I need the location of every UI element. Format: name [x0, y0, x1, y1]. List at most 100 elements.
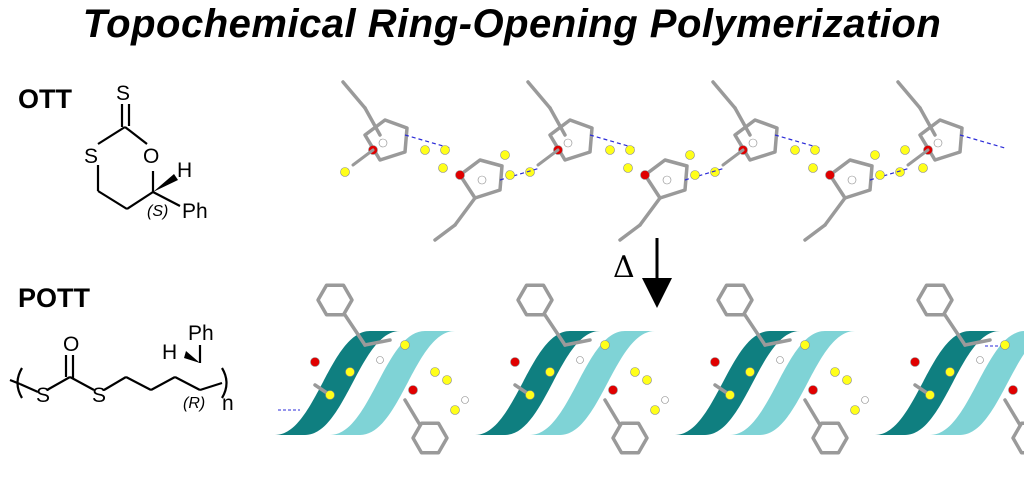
- model-atom: [630, 367, 640, 377]
- model-bond: [363, 338, 392, 347]
- model-atom: [776, 356, 784, 364]
- phenyl-ring: [716, 283, 754, 317]
- figure-title: Topochemical Ring-Opening Polymerization: [82, 2, 942, 46]
- pott-repeat-n: n: [222, 392, 234, 415]
- phenyl-ring: [611, 421, 649, 455]
- model-atom: [400, 340, 410, 350]
- model-bond: [603, 398, 622, 427]
- model-bond: [733, 106, 752, 137]
- model-atom: [710, 167, 720, 177]
- model-atom: [850, 405, 860, 415]
- model-atom: [685, 150, 695, 160]
- ott-crystal-packing-model: [340, 80, 1006, 242]
- model-bond: [453, 196, 477, 227]
- contact-line: [959, 134, 1006, 149]
- model-atom: [748, 138, 758, 148]
- ott-atom-s-exo: S: [116, 82, 130, 105]
- model-atom: [545, 367, 555, 377]
- model-atom: [976, 356, 984, 364]
- pott-atom-ph: Ph: [188, 322, 214, 345]
- helix-ribbon-back: [930, 331, 1024, 435]
- model-atom: [945, 367, 955, 377]
- model-atom: [525, 390, 535, 400]
- pott-wedge-bond: [184, 351, 200, 363]
- model-atom: [325, 390, 335, 400]
- model-atom: [925, 390, 935, 400]
- model-atom: [440, 145, 450, 155]
- model-atom: [420, 145, 430, 155]
- model-bond: [363, 106, 382, 137]
- model-bond: [1003, 398, 1022, 427]
- model-bond: [536, 148, 560, 167]
- ott-label: OTT: [18, 84, 72, 114]
- contact-line: [589, 134, 636, 149]
- model-atom: [710, 357, 720, 367]
- model-atom: [900, 145, 910, 155]
- model-bond: [803, 398, 822, 427]
- model-bond: [963, 338, 992, 347]
- model-bond: [548, 106, 567, 137]
- pott-atom-o: O: [63, 333, 79, 356]
- model-atom: [808, 385, 818, 395]
- model-bond: [711, 80, 737, 110]
- model-bond: [543, 313, 567, 347]
- model-ring: [548, 118, 594, 162]
- model-atom: [510, 357, 520, 367]
- model-atom: [623, 163, 633, 173]
- model-atom: [430, 367, 440, 377]
- model-atom: [875, 170, 885, 180]
- model-atom: [933, 138, 943, 148]
- model-bond: [906, 148, 930, 167]
- model-bond: [351, 148, 375, 167]
- model-atom: [625, 145, 635, 155]
- phenyl-ring: [411, 421, 449, 455]
- model-atom: [505, 170, 515, 180]
- model-atom: [808, 163, 818, 173]
- ott-atom-o: O: [143, 145, 159, 168]
- model-atom: [830, 367, 840, 377]
- model-atom: [642, 375, 652, 385]
- model-atom: [376, 356, 384, 364]
- pott-structure: [9, 345, 228, 399]
- model-ring: [828, 158, 874, 200]
- model-atom: [563, 138, 573, 148]
- helix-ribbon-front: [875, 331, 1000, 435]
- model-atom: [605, 145, 615, 155]
- model-atom: [640, 170, 650, 180]
- pott-atom-s1: S: [36, 384, 50, 407]
- pott-atom-h: H: [162, 341, 177, 364]
- model-atom: [861, 396, 869, 404]
- model-ring: [918, 118, 964, 162]
- model-atom: [910, 357, 920, 367]
- model-atom: [650, 405, 660, 415]
- model-atom: [725, 390, 735, 400]
- model-atom: [847, 175, 857, 185]
- model-atom: [800, 340, 810, 350]
- model-atom: [810, 145, 820, 155]
- model-bond: [896, 80, 922, 110]
- ott-atom-h: H: [177, 159, 192, 182]
- model-atom: [745, 367, 755, 377]
- ott-atom-ph: Ph: [182, 200, 208, 223]
- phenyl-ring: [811, 421, 849, 455]
- model-atom: [408, 385, 418, 395]
- model-bond: [343, 313, 367, 347]
- helix-ribbon-front: [675, 331, 800, 435]
- model-atom: [477, 175, 487, 185]
- model-atom: [608, 385, 618, 395]
- model-bond: [563, 338, 592, 347]
- reaction-delta-label: Δ: [613, 250, 635, 285]
- contact-line: [774, 134, 821, 149]
- model-atom: [661, 396, 669, 404]
- model-atom: [438, 163, 448, 173]
- model-atom: [918, 163, 928, 173]
- model-atom: [461, 396, 469, 404]
- model-bond: [943, 313, 967, 347]
- phenyl-ring: [316, 283, 354, 317]
- model-atom: [600, 340, 610, 350]
- model-atom: [345, 367, 355, 377]
- helix-ribbon-back: [730, 331, 855, 435]
- ott-atom-s-ring: S: [84, 145, 98, 168]
- model-atom: [500, 150, 510, 160]
